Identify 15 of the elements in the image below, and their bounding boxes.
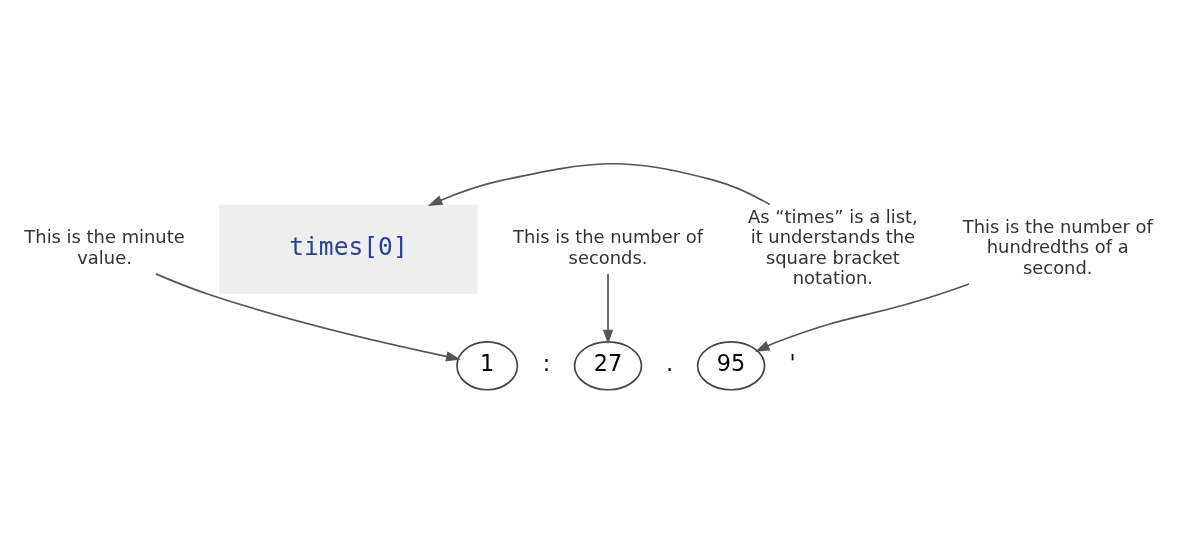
label: : — [542, 349, 551, 376]
label: . — [666, 349, 674, 376]
label: ' — [789, 349, 796, 376]
node-ellipse: 27 — [573, 340, 643, 391]
node-text: This is the number of hundredths of a second. — [962, 215, 1153, 278]
arrow — [602, 272, 614, 344]
node-ellipse: 95 — [696, 340, 766, 391]
node-text: This is the minute value. — [24, 225, 185, 268]
node-box: times[0] — [219, 203, 478, 294]
arrow — [427, 162, 771, 206]
node-text: As “times” is a list, it understands the square bracket notation. — [747, 205, 918, 288]
node-ellipse: 1 — [456, 340, 519, 391]
arrow — [154, 272, 461, 361]
arrow — [755, 282, 970, 352]
node-text: This is the number of seconds. — [513, 225, 704, 268]
